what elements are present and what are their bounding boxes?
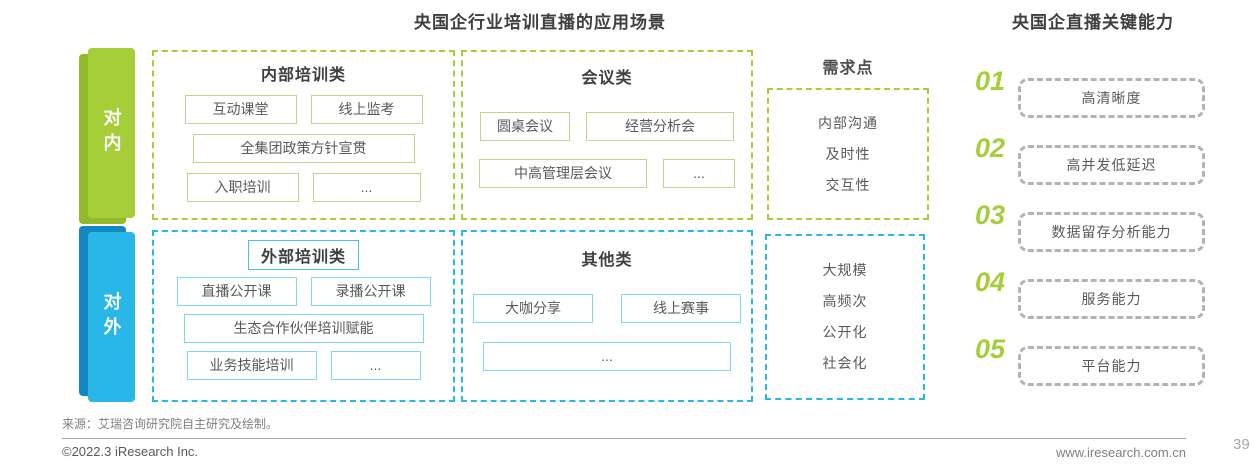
footer-divider	[62, 438, 1186, 439]
label-internal-text: 对内	[101, 108, 122, 158]
category-title: 其他类	[581, 252, 633, 269]
scenario-item: ...	[663, 159, 735, 188]
demand-box-external: 大规模 高频次 公开化 社会化	[765, 234, 925, 400]
source-note: 来源：艾瑞咨询研究院自主研究及绘制。	[62, 417, 279, 431]
capability-item: 05 平台能力	[975, 334, 1215, 390]
capability-label: 高清晰度	[1018, 78, 1205, 118]
demand-item: 公开化	[822, 324, 868, 340]
capability-item: 03 数据留存分析能力	[975, 200, 1215, 256]
copyright-text: ©2022.3 iResearch Inc.	[62, 444, 199, 459]
scenario-item: 互动课堂	[184, 95, 297, 124]
scenario-item: ...	[330, 351, 421, 380]
category-others: 其他类 大咖分享 线上赛事 ...	[461, 230, 753, 402]
capability-number: 03	[975, 200, 1006, 230]
scenario-item: 全集团政策方针宣贯	[192, 134, 415, 163]
scenario-item: 大咖分享	[473, 294, 593, 323]
category-internal-training: 内部培训类 互动课堂 线上监考 全集团政策方针宣贯 入职培训 ...	[152, 50, 455, 220]
scenario-item: ...	[312, 173, 421, 202]
category-title: 外部培训类	[247, 240, 359, 270]
scenario-item: 直播公开课	[176, 277, 297, 306]
scenario-item: 中高管理层会议	[479, 159, 647, 188]
capability-label: 平台能力	[1018, 346, 1205, 386]
capability-number: 01	[975, 66, 1006, 96]
capability-label: 高并发低延迟	[1018, 145, 1205, 185]
category-external-training: 外部培训类 直播公开课 录播公开课 生态合作伙伴培训赋能 业务技能培训 ...	[152, 230, 455, 402]
capability-number: 02	[975, 133, 1006, 163]
diagram-title-left: 央国企行业培训直播的应用场景	[414, 13, 666, 32]
scenario-item: 圆桌会议	[480, 112, 570, 141]
scenario-item: 录播公开课	[310, 277, 431, 306]
demand-item: 内部沟通	[818, 114, 878, 131]
capability-number: 04	[975, 267, 1006, 297]
capability-number: 05	[975, 334, 1006, 364]
demand-item: 社会化	[822, 355, 868, 371]
demand-item: 高频次	[822, 293, 868, 309]
demand-item: 大规模	[822, 262, 868, 278]
scenario-item: 入职培训	[186, 173, 299, 202]
diagram-title-right: 央国企直播关键能力	[1012, 13, 1174, 32]
label-external: 对外	[88, 232, 135, 402]
scenario-item: 业务技能培训	[186, 351, 317, 380]
capability-item: 01 高清晰度	[975, 66, 1215, 122]
label-internal: 对内	[88, 48, 135, 218]
capability-label: 数据留存分析能力	[1018, 212, 1205, 252]
category-title: 内部培训类	[260, 67, 346, 84]
website-text: www.iresearch.com.cn	[1055, 445, 1186, 460]
demand-box-internal: 内部沟通 及时性 交互性	[767, 88, 929, 220]
scenario-item: ...	[483, 342, 731, 371]
label-external-text: 对外	[101, 292, 122, 342]
scenario-item: 线上监考	[310, 95, 423, 124]
page-number: 39	[1233, 436, 1250, 453]
category-meetings: 会议类 圆桌会议 经营分析会 中高管理层会议 ...	[461, 50, 753, 220]
capability-label: 服务能力	[1018, 279, 1205, 319]
scenario-item: 线上赛事	[621, 294, 741, 323]
capability-item: 04 服务能力	[975, 267, 1215, 323]
demand-item: 交互性	[825, 176, 871, 193]
scenario-item: 生态合作伙伴培训赋能	[183, 314, 424, 343]
demand-title: 需求点	[822, 60, 874, 77]
capability-item: 02 高并发低延迟	[975, 133, 1215, 189]
category-title: 会议类	[581, 70, 633, 87]
scenario-item: 经营分析会	[586, 112, 734, 141]
demand-item: 及时性	[825, 145, 871, 162]
